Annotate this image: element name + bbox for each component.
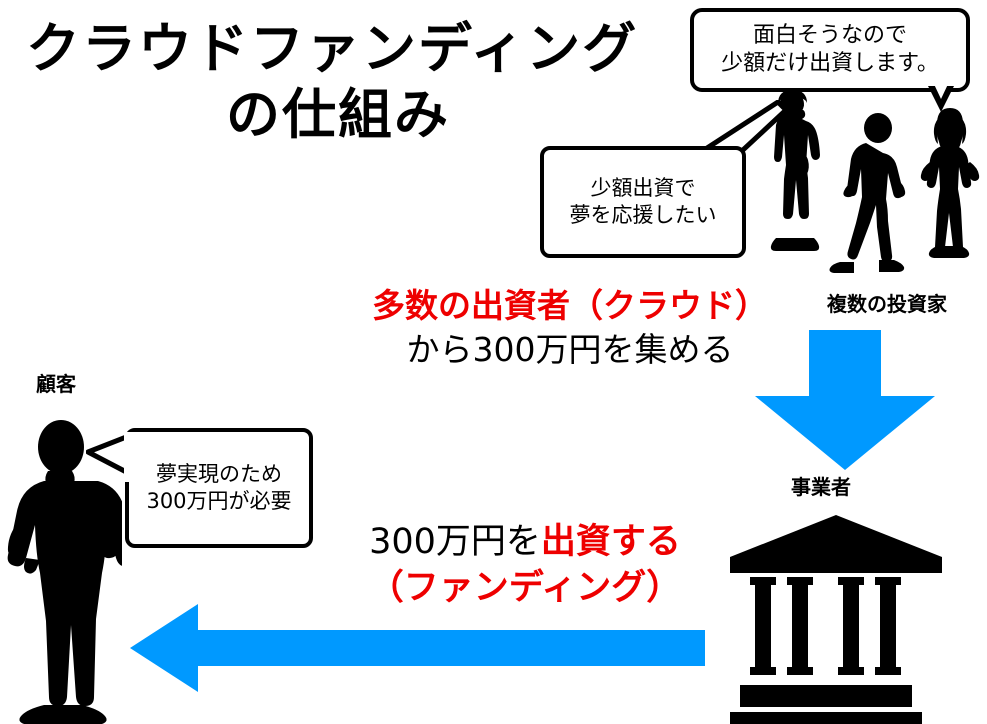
speech-bubble-tail-fill-icon bbox=[933, 82, 949, 99]
flow-text-top: 多数の出資者（クラウド） から300万円を集める bbox=[330, 284, 810, 371]
speech-bubble-investor-left: 少額出資で 夢を応援したい bbox=[540, 146, 746, 258]
page-title: クラウドファンディング の仕組み bbox=[18, 16, 658, 148]
speech-bubble-investor-top-line-2: 少額だけ出資します。 bbox=[721, 51, 939, 76]
arrow-left-icon bbox=[130, 604, 705, 692]
speech-bubble-investor-top: 面白そうなので 少額だけ出資します。 bbox=[690, 8, 970, 92]
speech-bubble-tail-customer-icon bbox=[86, 431, 144, 482]
flow-text-bottom-line-2: （ファンディング） bbox=[368, 567, 682, 608]
flow-text-bottom: 300万円を出資する （ファンディング） bbox=[330, 520, 720, 611]
label-customer: 顧客 bbox=[36, 372, 76, 396]
flow-text-bottom-line-1: 300万円を出資する bbox=[330, 520, 720, 566]
speech-bubble-investor-left-line-1: 少額出資で bbox=[590, 176, 696, 201]
flow-text-top-red-line: 多数の出資者（クラウド） bbox=[372, 286, 768, 325]
page-title-line-2: の仕組み bbox=[226, 82, 450, 146]
arrow-down-icon bbox=[755, 330, 935, 470]
flow-text-bottom-black-part: 300万円を bbox=[369, 522, 541, 562]
flow-text-bottom-red-part: 出資する bbox=[540, 522, 681, 562]
speech-bubble-customer: 夢実現のため 300万円が必要 bbox=[125, 428, 313, 548]
speech-bubble-investor-left-line-2: 夢を応援したい bbox=[569, 203, 717, 227]
page-title-line-1: クラウドファンディング bbox=[26, 17, 639, 80]
label-investors: 複数の投資家 bbox=[827, 292, 947, 316]
flow-text-top-black-line: から300万円を集める bbox=[406, 329, 734, 369]
label-business: 事業者 bbox=[791, 475, 851, 499]
speech-bubble-customer-line-1: 夢実現のため bbox=[156, 462, 282, 487]
three-people-silhouette-icon bbox=[770, 90, 980, 273]
person-silhouette-icon bbox=[7, 420, 122, 724]
speech-bubble-customer-line-2: 300万円が必要 bbox=[146, 489, 292, 513]
speech-bubble-investor-top-line-1: 面白そうなので bbox=[752, 22, 907, 48]
bank-building-icon bbox=[730, 515, 942, 724]
